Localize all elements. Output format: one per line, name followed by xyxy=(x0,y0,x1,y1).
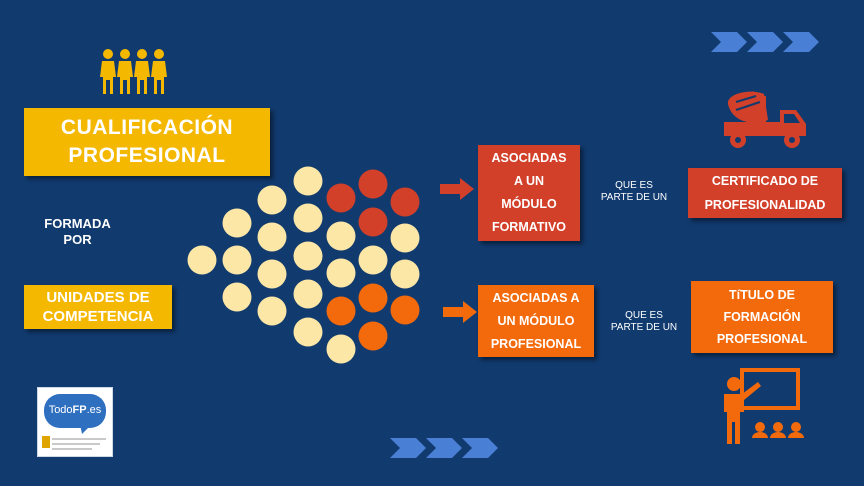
ministry-bar xyxy=(52,443,100,445)
ministry-bar xyxy=(52,438,106,440)
people-icon xyxy=(100,49,167,94)
dot-circle xyxy=(390,259,420,289)
logo-tail xyxy=(80,424,92,434)
dot-circle xyxy=(222,282,252,312)
formada-por-label: FORMADA POR xyxy=(30,216,125,248)
dot-circle xyxy=(390,223,420,253)
asociadas-formativo-line: A UN xyxy=(513,174,545,188)
titulo-line: PROFESIONAL xyxy=(716,332,808,346)
dot-circle xyxy=(326,258,356,288)
titulo-box: TíTULO DE FORMACIÓN PROFESIONAL xyxy=(691,281,833,353)
dot-circle xyxy=(257,222,287,252)
connector-line: QUE ES xyxy=(625,310,663,321)
unidades-line1: UNIDADES DE xyxy=(46,289,150,306)
lower-connector-label: QUE ES PARTE DE UN xyxy=(602,310,686,334)
cualificacion-line1: CUALIFICACIÓN xyxy=(60,116,234,139)
dot-circle xyxy=(222,208,252,238)
dot-circle xyxy=(390,295,420,325)
logo-text-c: .es xyxy=(86,404,102,416)
dot-circle xyxy=(293,241,323,271)
dot-circle xyxy=(326,296,356,326)
dot-circle xyxy=(358,321,388,351)
chevron-arrows-icon xyxy=(711,32,819,52)
dot-circle xyxy=(358,169,388,199)
ministry-bar xyxy=(52,448,92,450)
dot-circle xyxy=(358,245,388,275)
unidades-box: UNIDADES DE COMPETENCIA xyxy=(24,285,172,329)
asociadas-formativo-line: FORMATIVO xyxy=(491,220,567,234)
upper-connector-label: QUE ES PARTE DE UN xyxy=(592,180,676,204)
todofp-logo: TodoFP.es xyxy=(37,387,113,457)
dot-circle xyxy=(257,185,287,215)
dot-circle xyxy=(293,166,323,196)
dot-circle xyxy=(293,279,323,309)
arrow-right-icon xyxy=(443,301,477,323)
asociadas-profesional-line: UN MÓDULO xyxy=(497,313,575,328)
unidades-line2: COMPETENCIA xyxy=(42,308,154,325)
dot-circle xyxy=(390,187,420,217)
connector-line: PARTE DE UN xyxy=(600,192,668,203)
cualificacion-line2: PROFESIONAL xyxy=(68,144,226,167)
dot-circle xyxy=(358,283,388,313)
dot-circle xyxy=(326,183,356,213)
titulo-line: FORMACIÓN xyxy=(723,310,801,324)
formada-line1: FORMADA xyxy=(44,216,111,231)
asociadas-profesional-line: PROFESIONAL xyxy=(490,336,582,351)
ministry-crest xyxy=(42,436,50,448)
cualificacion-box: CUALIFICACIÓN PROFESIONAL xyxy=(24,108,270,176)
logo-text-a: Todo xyxy=(48,404,73,416)
asociadas-formativo-line: MÓDULO xyxy=(501,197,557,211)
asociadas-profesional-line: ASOCIADAS A xyxy=(492,290,580,305)
dot-circle xyxy=(358,207,388,237)
certificado-box: CERTIFICADO DE PROFESIONALIDAD xyxy=(688,168,842,218)
asociadas-profesional-box: ASOCIADAS A UN MÓDULO PROFESIONAL xyxy=(478,285,594,357)
logo-text: TodoFP.es xyxy=(44,403,106,417)
dot-circle xyxy=(293,317,323,347)
logo-text-b: FP xyxy=(72,404,87,416)
teacher-classroom-icon xyxy=(724,368,804,444)
certificado-line: CERTIFICADO DE xyxy=(711,174,819,188)
dot-circle xyxy=(326,334,356,364)
dot-circle xyxy=(326,221,356,251)
dot-circle xyxy=(257,259,287,289)
cement-truck-icon xyxy=(724,91,806,148)
dot-circle xyxy=(222,245,252,275)
chevron-arrows-icon xyxy=(390,438,498,458)
asociadas-formativo-line: ASOCIADAS xyxy=(491,151,567,165)
certificado-line: PROFESIONALIDAD xyxy=(704,198,826,212)
connector-line: PARTE DE UN xyxy=(610,322,678,333)
dot-circle xyxy=(187,245,217,275)
dot-circle xyxy=(257,296,287,326)
formada-line2: POR xyxy=(63,232,92,247)
titulo-line: TíTULO DE xyxy=(729,288,795,302)
connector-line: QUE ES xyxy=(615,180,653,191)
arrow-right-icon xyxy=(440,178,474,200)
logo-bubble xyxy=(44,394,106,428)
dot-circle xyxy=(293,203,323,233)
asociadas-formativo-box: ASOCIADAS A UN MÓDULO FORMATIVO xyxy=(478,145,580,241)
